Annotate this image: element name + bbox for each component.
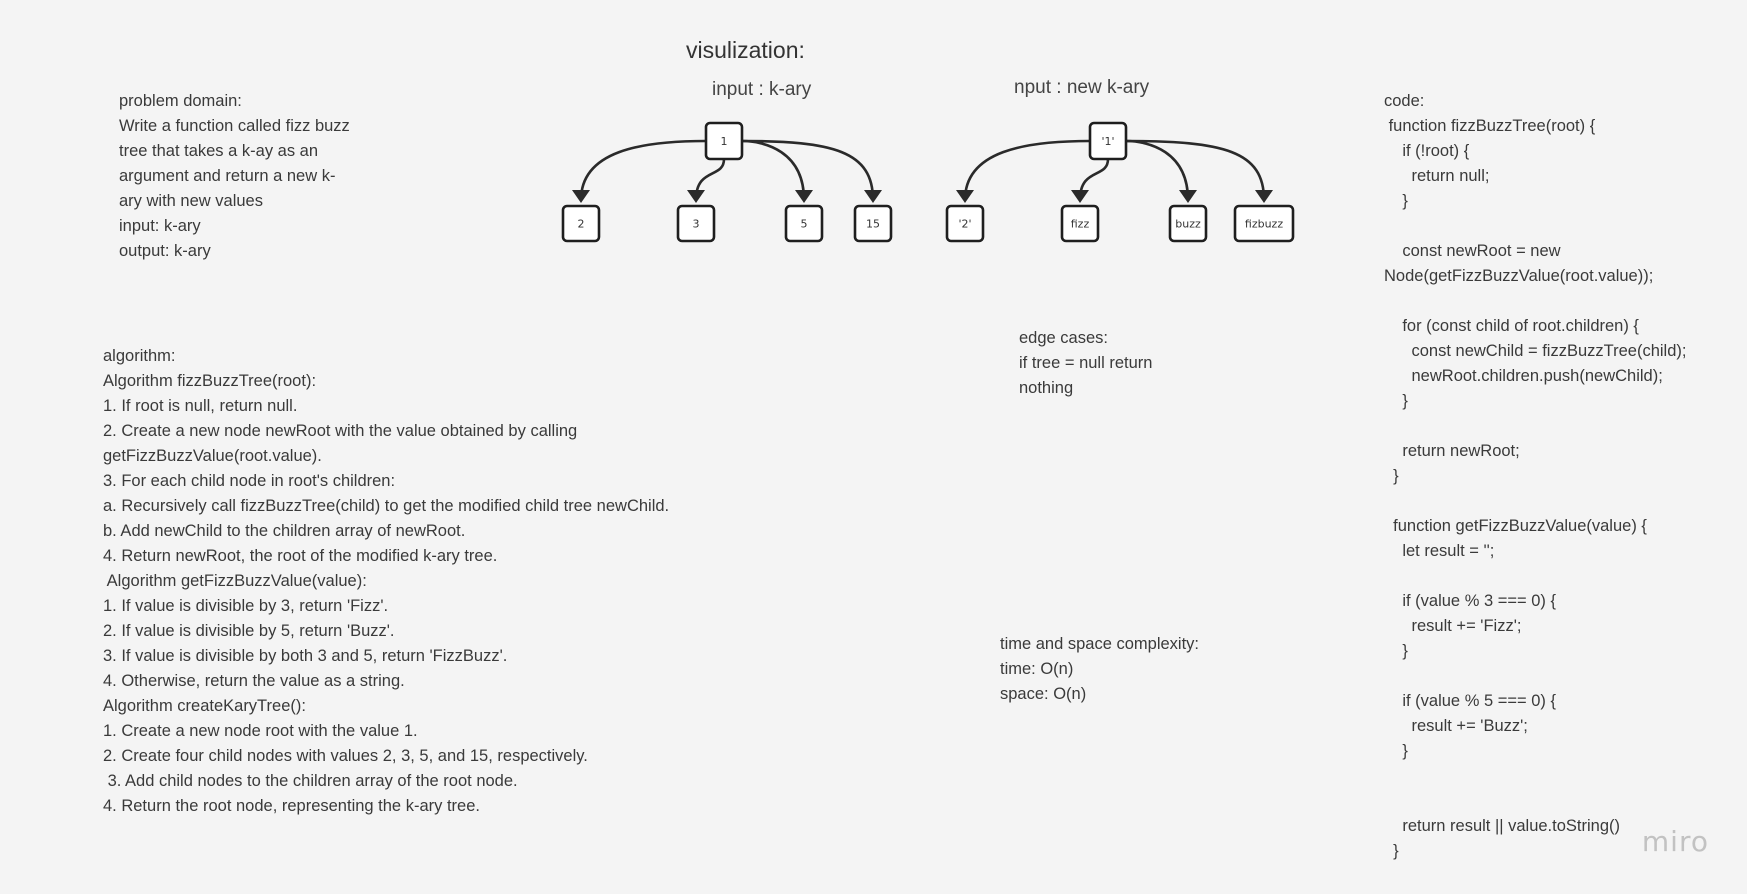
input-child-label: 15: [866, 218, 880, 231]
output-child-label: fizz: [1071, 218, 1090, 231]
output-child-label: buzz: [1175, 218, 1201, 231]
output-edge: [1125, 139, 1190, 201]
input-tree: 1 2 3 5 15: [561, 121, 893, 243]
arrowhead-icon: [795, 190, 813, 203]
output-child-node: [1060, 204, 1100, 243]
input-child-node: [561, 204, 601, 243]
output-edge: [1125, 139, 1266, 201]
input-child-node: [853, 204, 893, 243]
arrowhead-icon: [687, 190, 705, 203]
output-child-label: '2': [958, 218, 971, 231]
input-tree-label: input : k-ary: [712, 79, 812, 100]
input-root-label: 1: [721, 135, 728, 148]
arrowhead-icon: [864, 190, 882, 203]
algorithm-text: algorithm: Algorithm fizzBuzzTree(root):…: [103, 347, 670, 815]
arrowhead-icon: [1255, 190, 1273, 203]
arrowhead-icon: [956, 190, 974, 203]
visualization-title: visulization:: [686, 37, 805, 63]
output-child-node: [1168, 204, 1208, 243]
input-edge: [741, 139, 875, 201]
arrowhead-icon: [1071, 190, 1089, 203]
input-child-node: [676, 204, 716, 243]
input-edge: [579, 139, 707, 201]
output-edge: [963, 139, 1091, 201]
output-child-node: [945, 204, 985, 243]
input-child-label: 5: [801, 218, 808, 231]
output-tree-label: nput : new k-ary: [1014, 77, 1150, 98]
complexity-text: time and space complexity: time: O(n) sp…: [1000, 635, 1200, 703]
input-child-label: 3: [693, 218, 700, 231]
output-root-node: [1088, 121, 1128, 161]
output-root-label: '1': [1101, 135, 1114, 148]
output-child-label: fizbuzz: [1245, 218, 1283, 231]
arrowhead-icon: [572, 190, 590, 203]
output-tree: '1' '2' fizz buzz fizbuzz: [945, 121, 1295, 243]
input-child-label: 2: [578, 218, 585, 231]
miro-watermark: miro: [1641, 825, 1709, 858]
input-child-node: [784, 204, 824, 243]
code-text: code: function fizzBuzzTree(root) { if (…: [1384, 92, 1687, 860]
input-root-node: [704, 121, 744, 161]
problem-domain-text: problem domain: Write a function called …: [119, 92, 350, 260]
input-edge: [741, 139, 806, 201]
arrowhead-icon: [1179, 190, 1197, 203]
edge-cases-text: edge cases: if tree = null return nothin…: [1019, 329, 1153, 397]
output-child-node: [1233, 204, 1295, 243]
